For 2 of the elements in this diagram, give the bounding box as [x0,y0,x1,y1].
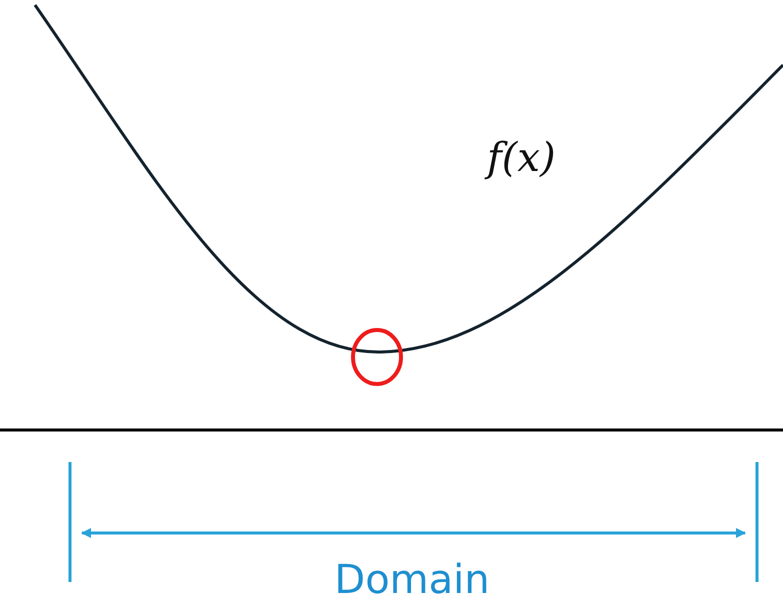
dimension-label: Domain [334,560,490,600]
function-label: f(x) [487,138,556,178]
